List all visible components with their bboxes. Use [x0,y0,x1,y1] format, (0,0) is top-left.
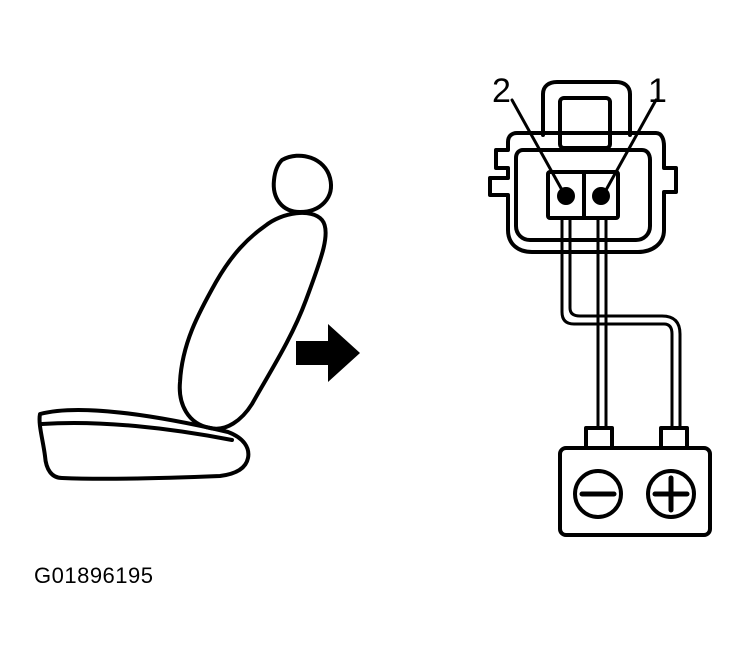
connector-housing-outer [488,131,678,254]
connector-housing-inner [514,148,652,242]
connector-icon [488,80,678,254]
figure-code: G01896195 [34,563,154,588]
pin-1-label: 1 [648,72,667,110]
battery-icon [558,426,712,537]
plus-icon [646,469,696,519]
terminal-pin-2 [557,187,575,205]
seat-icon [37,153,333,481]
seat-cushion [37,408,251,481]
connector-latch-tab [558,96,612,150]
battery-terminal-positive-post [659,426,689,450]
seat-headrest [271,153,333,214]
pin-1-leader [604,98,658,192]
wire-pin-1-to-negative [596,216,608,432]
connector-latch [541,80,632,137]
minus-icon [573,469,623,519]
pin-2-label: 2 [492,72,511,110]
battery-terminal-negative-post [584,426,614,450]
terminal-pin-1 [592,187,610,205]
wire-pin-2-to-positive [560,216,682,432]
arrow-right-icon [296,324,360,382]
pin-2-leader [510,98,564,192]
seat-backrest [177,210,328,431]
seat-cushion-contour [40,420,234,442]
